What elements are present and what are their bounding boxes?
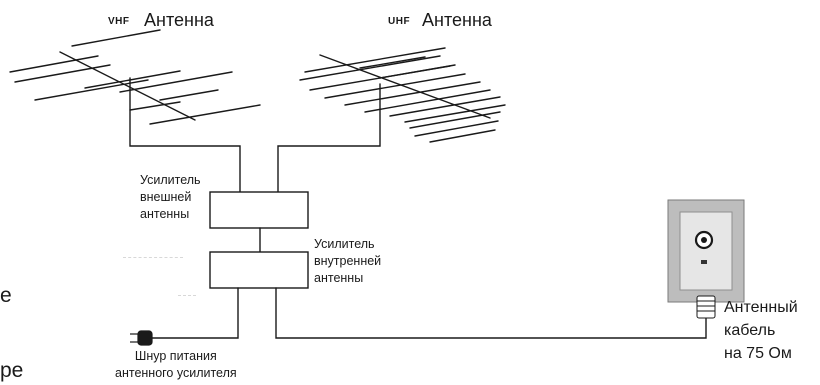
uhf-tag: UHF	[388, 16, 411, 27]
uhf-antenna-label: Антенна	[422, 10, 492, 30]
uhf-feed-line	[277, 83, 381, 193]
edge-text-bottom: ре	[0, 359, 24, 382]
coax-cable-label: Антенный кабель на 75 Ом	[724, 299, 798, 362]
vhf-tag: VHF	[108, 16, 130, 27]
f-connector-icon	[696, 295, 716, 328]
power-cord-line	[151, 287, 239, 339]
outdoor-amplifier-box	[209, 191, 309, 229]
vhf-antenna-graphic	[9, 29, 261, 125]
power-plug-icon	[130, 330, 153, 346]
vhf-antenna-label: Антенна	[144, 10, 214, 30]
indoor-amplifier-label: Усилитель внутренней антенны	[314, 237, 382, 285]
edge-text-top: е	[0, 284, 12, 307]
vhf-feed-line	[129, 77, 241, 193]
indoor-amplifier-box	[209, 251, 309, 289]
uhf-antenna-graphic	[299, 47, 506, 143]
coax-cable-line	[275, 287, 707, 339]
wall-socket-graphic	[667, 199, 745, 303]
power-cord-label: Шнур питания антенного усилителя	[115, 349, 237, 380]
outdoor-amplifier-label: Усилитель внешней антенны	[140, 173, 201, 221]
